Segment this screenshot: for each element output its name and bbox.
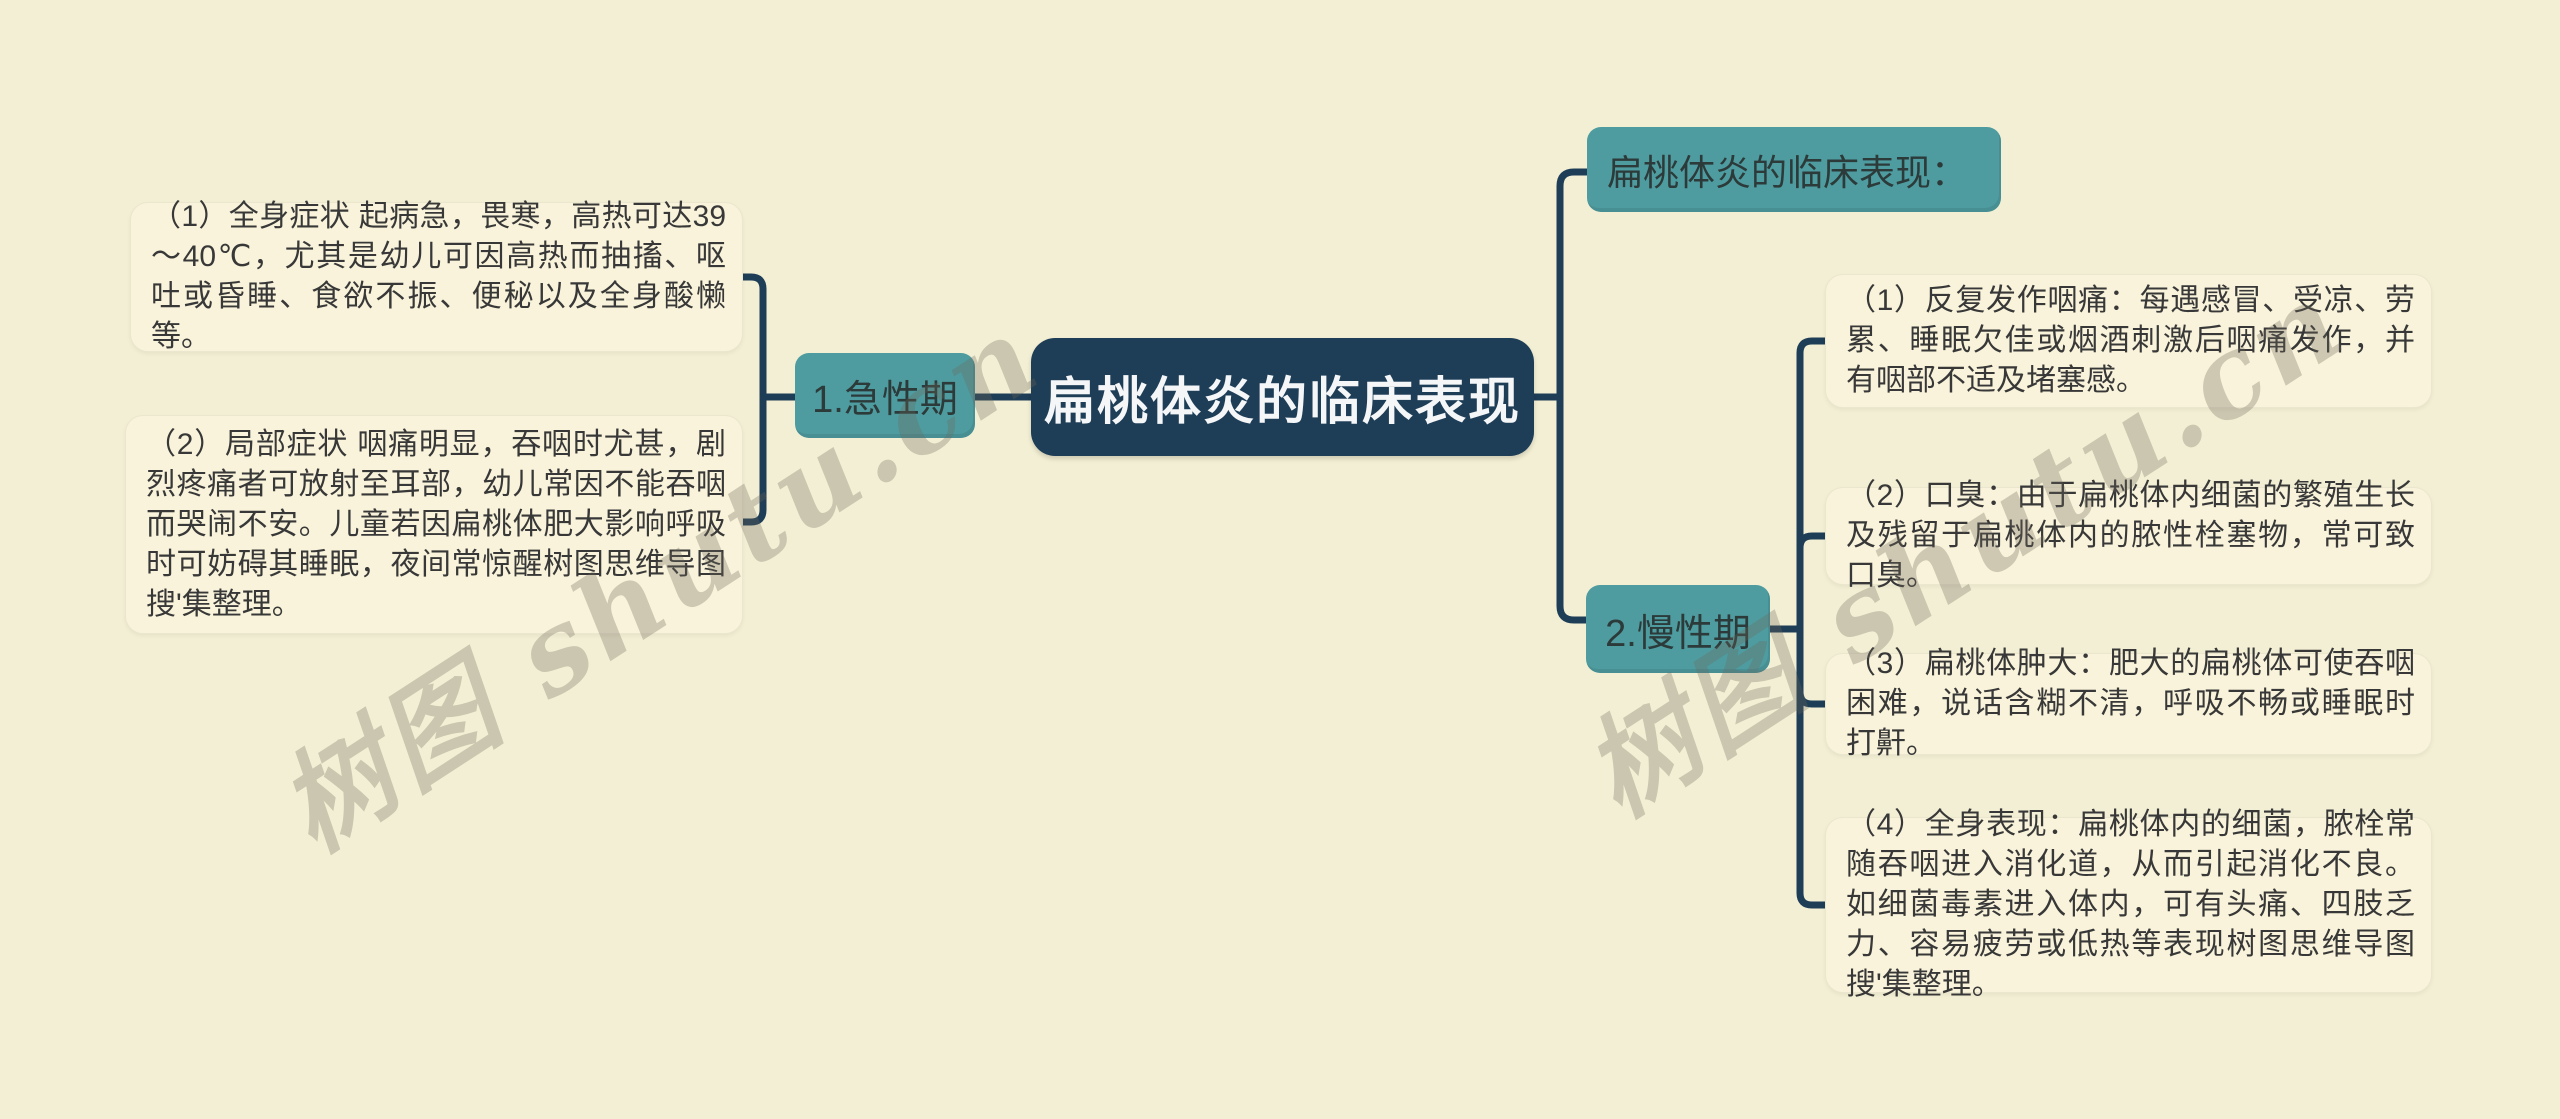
edge-root-spine xyxy=(1556,168,1591,624)
leaf-chronic-tonsil-enlargement[interactable]: （3）扁桃体肿大：肥大的扁桃体可使吞咽困难，说话含糊不清，呼吸不畅或睡眠时打鼾。 xyxy=(1825,647,2432,760)
edge-chronic-bracket xyxy=(1796,337,1829,909)
leaf-acute-local-symptoms[interactable]: （2）局部症状 咽痛明显，吞咽时尤甚，剧烈疼痛者可放射至耳部，幼儿常因不能吞咽而… xyxy=(125,415,743,634)
branch-node-chronic-phase[interactable]: 2.慢性期 xyxy=(1586,585,1770,673)
branch-node-acute-phase[interactable]: 1.急性期 xyxy=(795,353,975,438)
leaf-chronic-recurrent-sore-throat[interactable]: （1）反复发作咽痛：每遇感冒、受凉、劳累、睡眠欠佳或烟酒刺激后咽痛发作，并有咽部… xyxy=(1825,274,2432,408)
edge-chronic-stub-2 xyxy=(1796,532,1829,552)
leaf-acute-systemic-symptoms[interactable]: （1）全身症状 起病急，畏寒，高热可达39～40℃，尤其是幼儿可因高热而抽搐、呕… xyxy=(130,200,743,353)
root-node-title[interactable]: 扁桃体炎的临床表现 xyxy=(1031,338,1534,456)
edge-chronic-stub-3 xyxy=(1796,688,1829,708)
annotation-node-title[interactable]: 扁桃体炎的临床表现： xyxy=(1587,127,2001,212)
leaf-chronic-bad-breath[interactable]: （2）口臭：由于扁桃体内细菌的繁殖生长及残留于扁桃体内的脓性栓塞物，常可致口臭。 xyxy=(1825,479,2432,592)
leaf-chronic-systemic-manifestations[interactable]: （4）全身表现：扁桃体内的细菌，脓栓常随吞咽进入消化道，从而引起消化不良。如细菌… xyxy=(1825,808,2432,1001)
edge-acute-bracket xyxy=(739,273,767,526)
